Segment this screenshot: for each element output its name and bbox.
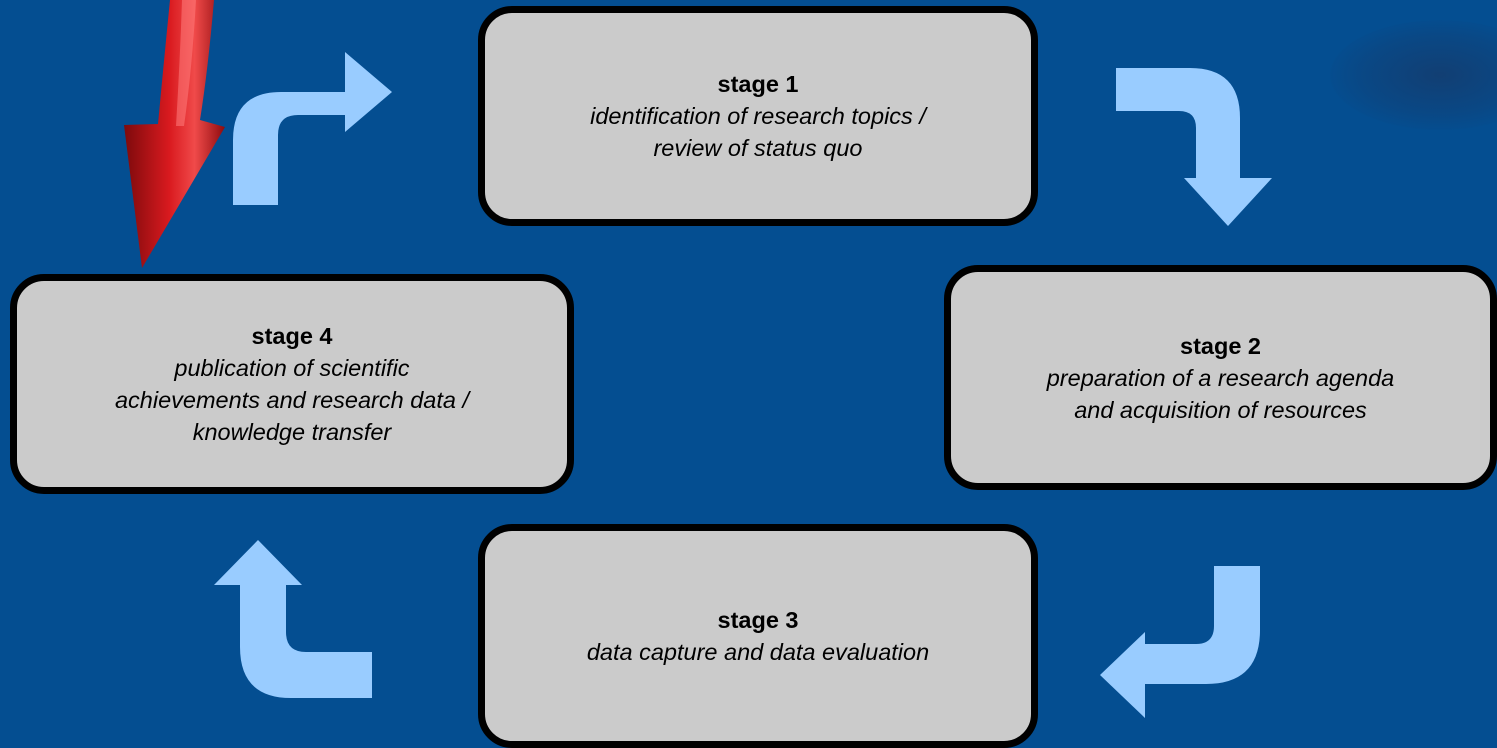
stage-3-description: data capture and data evaluation — [586, 639, 930, 665]
stage-1-box: stage 1 identification of research topic… — [478, 6, 1038, 226]
entry-arrow-highlight — [176, 0, 196, 126]
stage-2-description: preparation of a research agenda and acq… — [1046, 364, 1395, 423]
stage-2-title: stage 2 — [1180, 332, 1261, 359]
arrow-stage3-to-stage4 — [214, 540, 372, 698]
stage-4-box: stage 4 publication of scientific achiev… — [10, 274, 574, 494]
stage-3-box: stage 3 data capture and data evaluation — [478, 524, 1038, 748]
stage-4-description: publication of scientific achievements a… — [114, 355, 469, 445]
stage-4-title: stage 4 — [251, 323, 333, 349]
stage-2-box: stage 2 preparation of a research agenda… — [944, 265, 1497, 490]
stage-3-title: stage 3 — [717, 607, 799, 633]
stage-1-description: identification of research topics / revi… — [590, 103, 926, 161]
background-glow — [1330, 20, 1497, 130]
arrow-stage2-to-stage3 — [1100, 566, 1260, 718]
entry-arrow — [124, 0, 225, 268]
arrow-stage4-to-stage1 — [233, 52, 392, 205]
stage-1-title: stage 1 — [717, 71, 799, 97]
arrow-stage1-to-stage2 — [1116, 68, 1272, 226]
